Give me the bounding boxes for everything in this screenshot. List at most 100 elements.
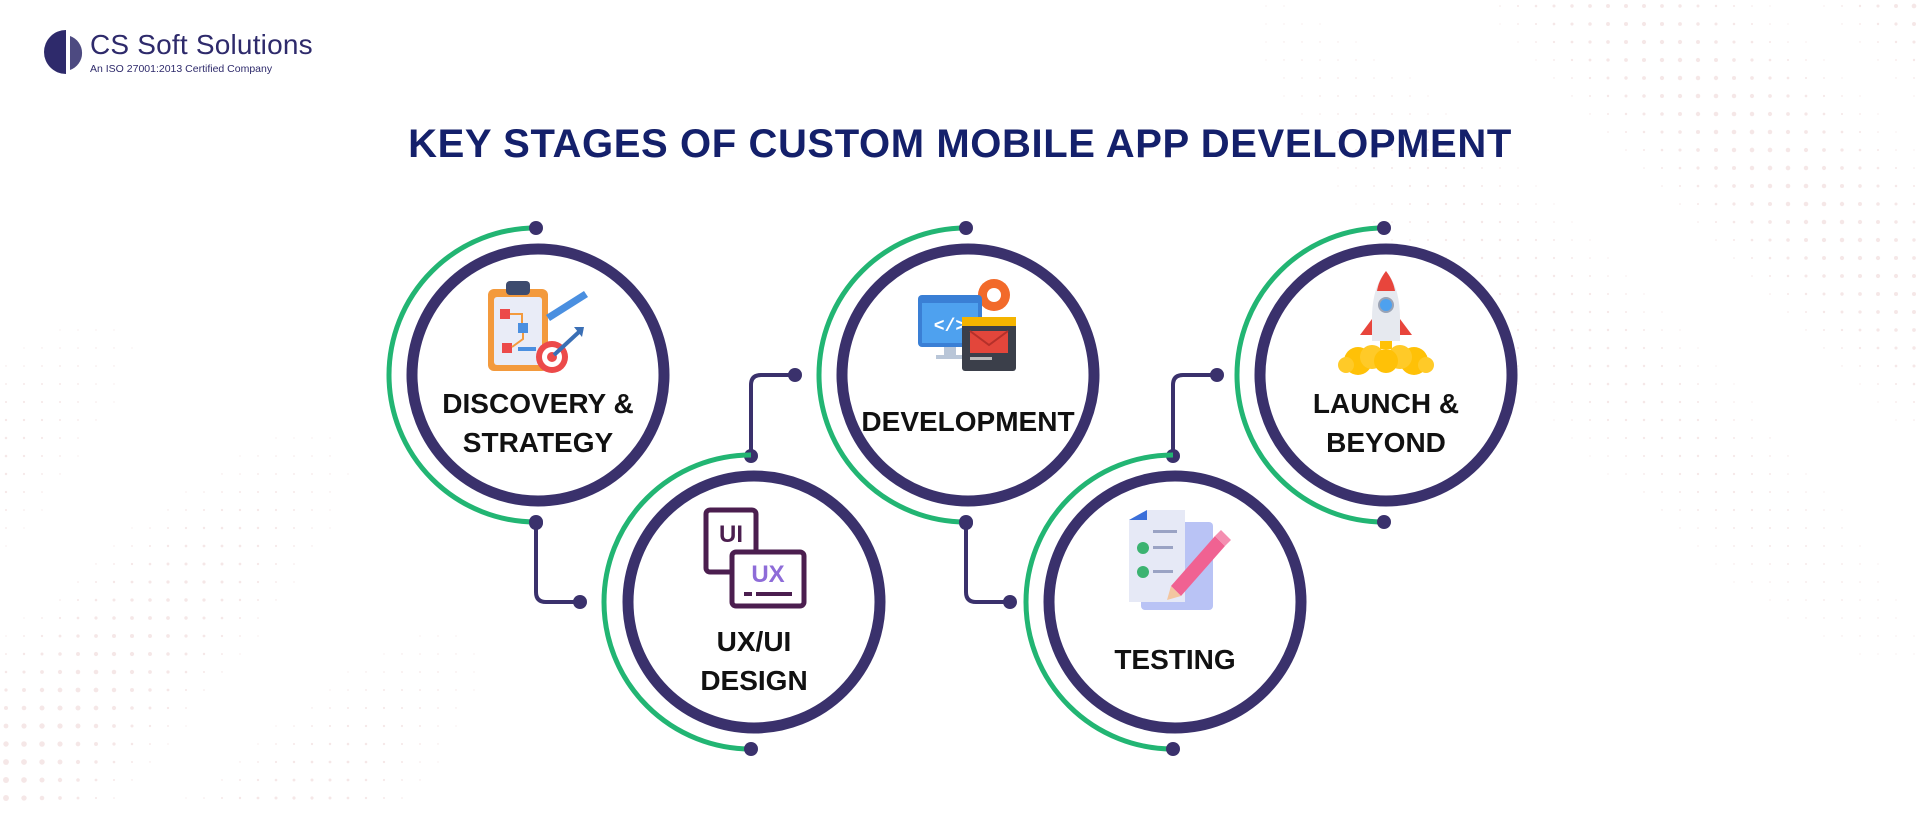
background-dot bbox=[76, 778, 80, 782]
background-dot bbox=[1840, 166, 1844, 170]
background-dot bbox=[1732, 220, 1736, 224]
background-dot bbox=[1553, 59, 1555, 61]
background-dot bbox=[1877, 59, 1879, 61]
brand-name: CS Soft Solutions bbox=[90, 28, 313, 60]
background-dot bbox=[1391, 239, 1393, 241]
background-dot bbox=[275, 437, 277, 439]
background-dot bbox=[1715, 383, 1717, 385]
background-dot bbox=[1859, 113, 1861, 115]
background-dot bbox=[1319, 149, 1321, 151]
background-dot bbox=[131, 527, 133, 529]
background-dot bbox=[1570, 4, 1574, 8]
background-dot bbox=[39, 777, 45, 783]
background-dot bbox=[1499, 167, 1501, 169]
background-dot bbox=[1301, 41, 1303, 43]
background-dot bbox=[1823, 59, 1825, 61]
background-dot bbox=[112, 760, 116, 764]
background-dot bbox=[1894, 184, 1898, 188]
background-dot bbox=[1391, 113, 1393, 115]
background-dot bbox=[1606, 22, 1610, 26]
background-dot bbox=[346, 742, 350, 746]
background-dot bbox=[1822, 292, 1826, 296]
background-dot bbox=[148, 724, 152, 728]
background-dot bbox=[93, 723, 99, 729]
background-dot bbox=[1301, 113, 1303, 115]
background-dot bbox=[1859, 545, 1861, 547]
background-dot bbox=[1660, 130, 1664, 134]
background-dot bbox=[1283, 23, 1285, 25]
background-dot bbox=[1697, 545, 1699, 547]
background-dot bbox=[1913, 77, 1915, 79]
background-dot bbox=[1679, 329, 1681, 331]
background-dot bbox=[1660, 400, 1664, 404]
company-logo[interactable]: CS Soft Solutions An ISO 27001:2013 Cert… bbox=[44, 26, 313, 78]
background-dot bbox=[293, 743, 295, 745]
background-dot bbox=[184, 562, 188, 566]
background-dot bbox=[202, 562, 206, 566]
background-dot bbox=[1552, 274, 1556, 278]
background-dot bbox=[1877, 653, 1879, 655]
background-dot bbox=[184, 652, 188, 656]
background-dot bbox=[1805, 509, 1807, 511]
background-dot bbox=[1804, 292, 1808, 296]
background-dot bbox=[95, 401, 97, 403]
background-dot bbox=[1408, 166, 1412, 170]
stage-3-accent-arc bbox=[816, 225, 967, 525]
background-dot bbox=[59, 455, 61, 457]
background-dot bbox=[1822, 112, 1826, 116]
background-dot bbox=[1660, 94, 1664, 98]
background-dot bbox=[166, 706, 170, 710]
background-dot bbox=[401, 671, 403, 673]
background-dot bbox=[95, 419, 97, 421]
background-dot bbox=[1731, 111, 1737, 117]
background-dot bbox=[220, 508, 224, 512]
background-dot bbox=[1876, 184, 1880, 188]
background-dot bbox=[95, 347, 97, 349]
background-dot bbox=[1769, 275, 1771, 277]
background-dot bbox=[1823, 563, 1825, 565]
background-dot bbox=[293, 545, 295, 547]
background-dot bbox=[1823, 347, 1825, 349]
background-dot bbox=[1498, 292, 1502, 296]
background-dot bbox=[1858, 292, 1862, 296]
background-dot bbox=[1535, 221, 1537, 223]
background-dot bbox=[1462, 256, 1466, 260]
connector-3-4 bbox=[964, 521, 1012, 604]
ux-ui-icon: UI UX bbox=[703, 507, 807, 609]
background-dot bbox=[1679, 203, 1681, 205]
background-dot bbox=[1715, 365, 1717, 367]
background-dot bbox=[59, 365, 61, 367]
background-dot bbox=[1516, 328, 1520, 332]
background-dot bbox=[1731, 93, 1737, 99]
background-dot bbox=[221, 473, 223, 475]
background-dot bbox=[1859, 365, 1861, 367]
background-dot bbox=[1624, 382, 1628, 386]
background-dot bbox=[1643, 167, 1645, 169]
background-dot bbox=[1642, 382, 1646, 386]
background-dot bbox=[111, 687, 117, 693]
background-dot bbox=[93, 687, 99, 693]
background-dot bbox=[455, 725, 457, 727]
background-dot bbox=[382, 706, 386, 710]
background-dot bbox=[1444, 220, 1448, 224]
background-dot bbox=[1913, 635, 1915, 637]
background-dot bbox=[1642, 346, 1646, 350]
background-dot bbox=[1426, 184, 1430, 188]
background-dot bbox=[1823, 491, 1825, 493]
background-dot bbox=[1570, 58, 1574, 62]
background-dot bbox=[1695, 57, 1701, 63]
background-dot bbox=[1750, 76, 1754, 80]
background-dot bbox=[1606, 58, 1610, 62]
background-dot bbox=[1750, 508, 1754, 512]
background-dot bbox=[1912, 22, 1916, 26]
background-dot bbox=[41, 617, 43, 619]
background-dot bbox=[275, 599, 277, 601]
background-dot bbox=[1841, 635, 1843, 637]
background-dot bbox=[1803, 201, 1809, 207]
background-dot bbox=[1499, 185, 1501, 187]
background-dot bbox=[256, 490, 260, 494]
background-dot bbox=[238, 616, 242, 620]
background-dot bbox=[347, 671, 349, 673]
background-dot bbox=[1337, 41, 1339, 43]
